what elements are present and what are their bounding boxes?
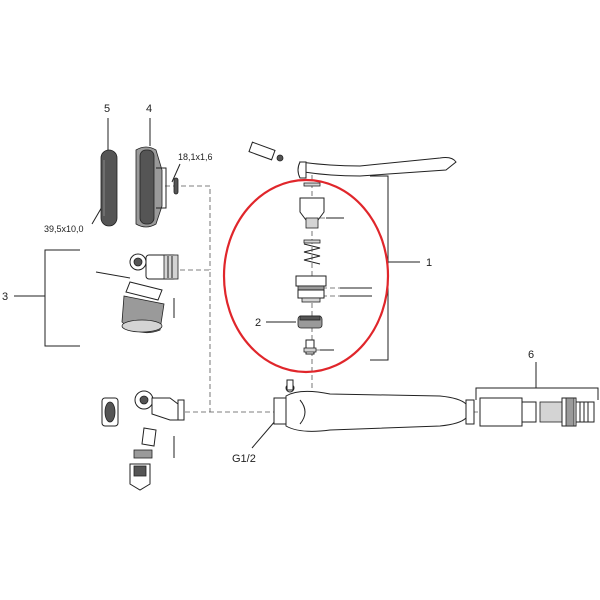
dimension-callouts: 18,1x1,6 39,5x10,0: [44, 152, 213, 234]
bracket-6: 6: [475, 349, 599, 400]
label-thread-g12: G1/2: [232, 453, 256, 465]
label-part-5: 5: [104, 103, 110, 115]
callout-g12: G1/2: [232, 419, 277, 465]
label-part-6: 6: [528, 349, 534, 361]
bracket-3: 3: [2, 249, 80, 347]
highlight-ellipse: [222, 178, 390, 374]
label-part-4: 4: [146, 103, 152, 115]
bracket-1: 1: [370, 175, 432, 361]
part-6-connectors: [479, 397, 595, 427]
label-small-oring: 18,1x1,6: [178, 152, 213, 162]
lever-handle: [248, 141, 457, 179]
lower-left-parts: [101, 390, 185, 491]
label-part-2: 2: [255, 317, 261, 329]
part-4-rosette: [135, 146, 167, 228]
cartridge-stack: [295, 182, 372, 303]
label-large-oring: 39,5x10,0: [44, 224, 84, 234]
small-oring: [173, 177, 179, 195]
label-part-1: 1: [426, 257, 432, 269]
part-3-shower-head: [95, 253, 179, 334]
callouts-4-5: 5 4: [104, 103, 152, 150]
callout-2: 2: [255, 317, 296, 329]
label-part-3: 3: [2, 291, 8, 303]
valve-pin: [303, 339, 334, 355]
main-body: [273, 379, 475, 432]
part-2-insert: [297, 315, 323, 329]
part-5-oring: [100, 149, 118, 227]
